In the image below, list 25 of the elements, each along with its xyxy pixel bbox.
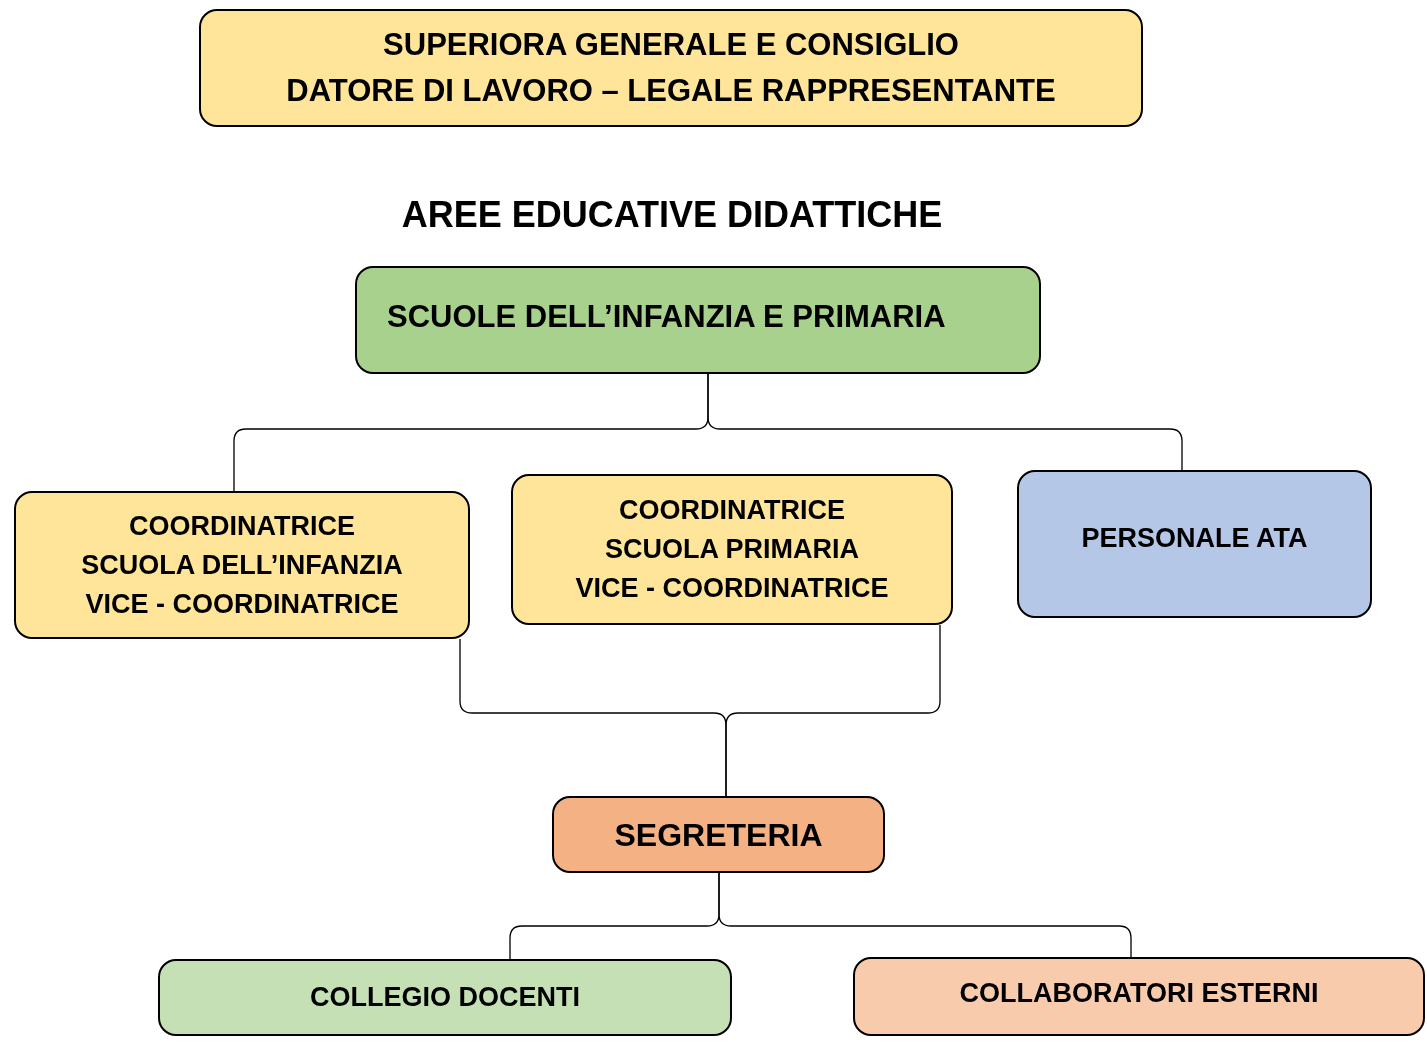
org-box [1017,470,1372,618]
brace-connector [707,373,1183,471]
box-label: VICE - COORDINATRICE [575,572,889,605]
box-label: COORDINATRICE [619,494,845,527]
box-label: SEGRETERIA [614,815,823,855]
box-label: DATORE DI LAVORO – LEGALE RAPPRESENTANTE [286,72,1056,110]
org-box [511,474,953,625]
org-box [853,957,1425,1036]
box-label: COORDINATRICE [129,509,355,543]
box-label: SCUOLA PRIMARIA [605,533,859,566]
diagram-title: AREE EDUCATIVE DIDATTICHE [400,193,944,237]
org-box [14,491,470,639]
org-box [355,266,1041,374]
org-box [552,796,885,873]
box-label: SCUOLA DELL’INFANZIA [81,548,403,582]
brace-connector [725,624,941,797]
org-box [158,959,732,1036]
box-label: SCUOLE DELL’INFANZIA E PRIMARIA [387,298,946,336]
box-label: COLLEGIO DOCENTI [310,981,580,1015]
box-label: SUPERIORA GENERALE E CONSIGLIO [383,25,959,64]
org-box [199,9,1143,127]
box-label: VICE - COORDINATRICE [85,587,399,621]
box-label: COLLABORATORI ESTERNI [959,977,1319,1011]
box-label: PERSONALE ATA [1081,522,1308,555]
brace-connector [718,872,1132,958]
